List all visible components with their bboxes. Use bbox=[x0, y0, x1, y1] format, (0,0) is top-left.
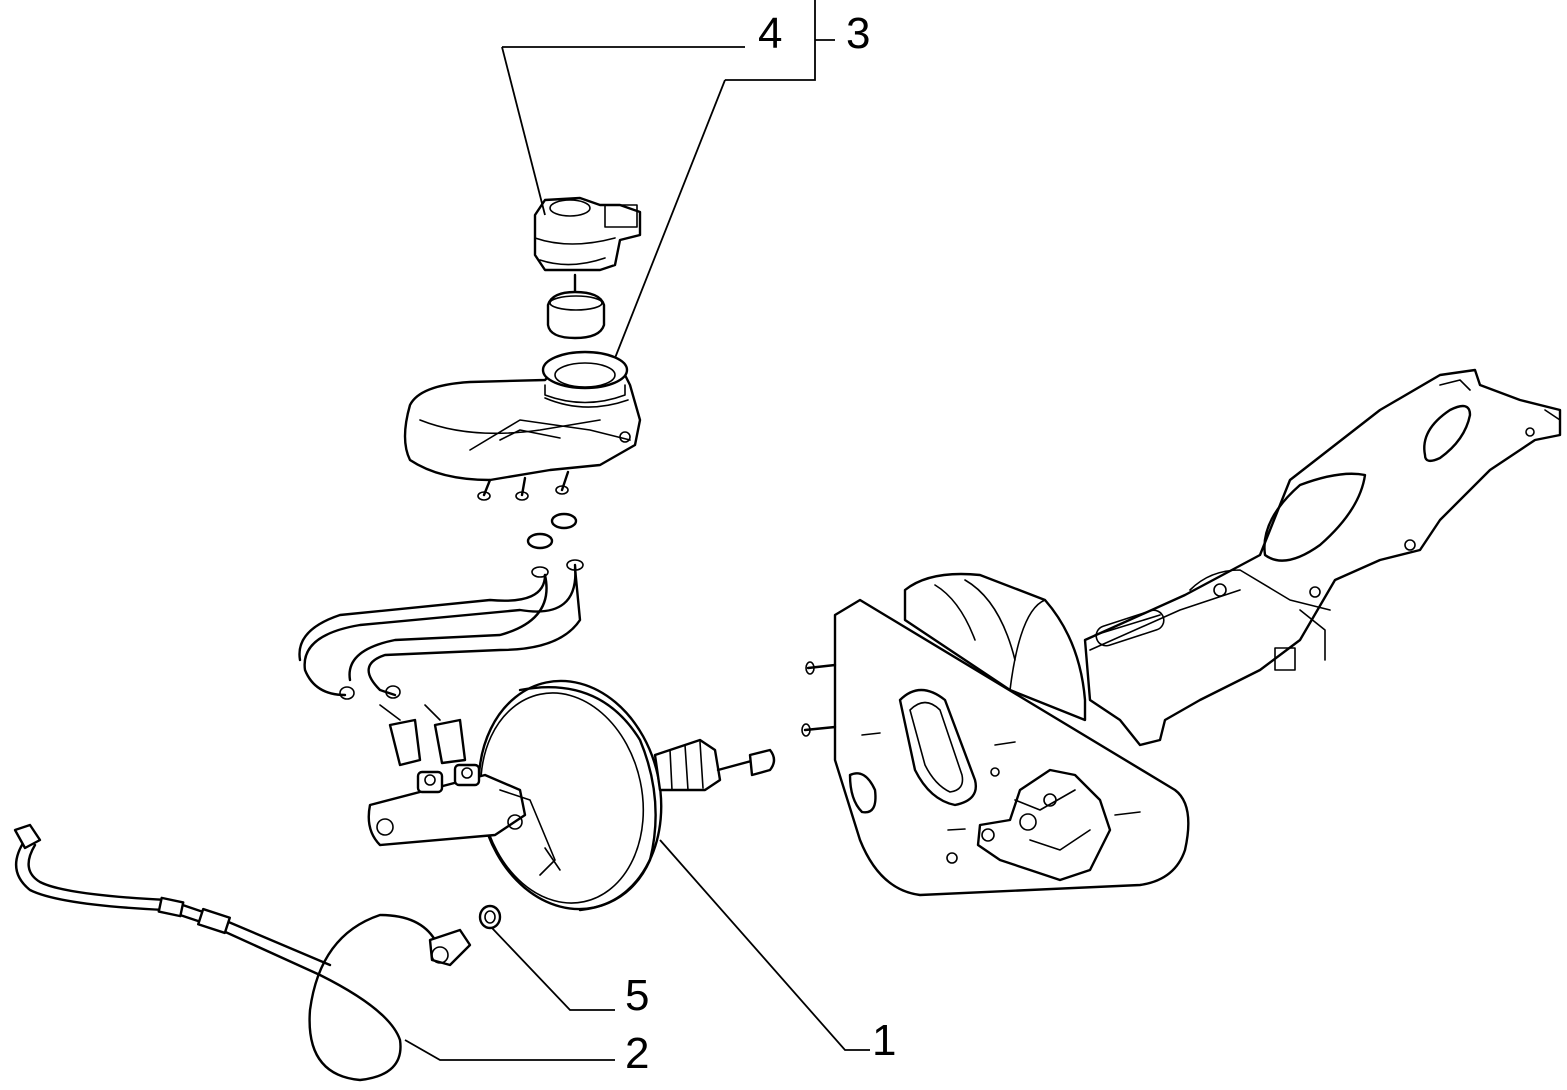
callout-1: 1 bbox=[872, 1016, 896, 1065]
callout-2: 2 bbox=[625, 1029, 649, 1078]
callouts: 4 3 5 2 1 bbox=[625, 9, 896, 1078]
seal-ring bbox=[478, 904, 502, 930]
callout-3: 3 bbox=[846, 9, 870, 58]
pedal-support-bracket bbox=[801, 368, 1562, 897]
leader-lines bbox=[404, 0, 870, 1061]
vacuum-hose bbox=[13, 823, 472, 1082]
fluid-reservoir bbox=[403, 350, 642, 501]
callout-5: 5 bbox=[625, 971, 649, 1020]
brake-booster bbox=[367, 679, 776, 912]
callout-4: 4 bbox=[758, 9, 782, 58]
reservoir-cap-sensor bbox=[533, 196, 642, 340]
hoses-and-fittings bbox=[298, 512, 584, 767]
